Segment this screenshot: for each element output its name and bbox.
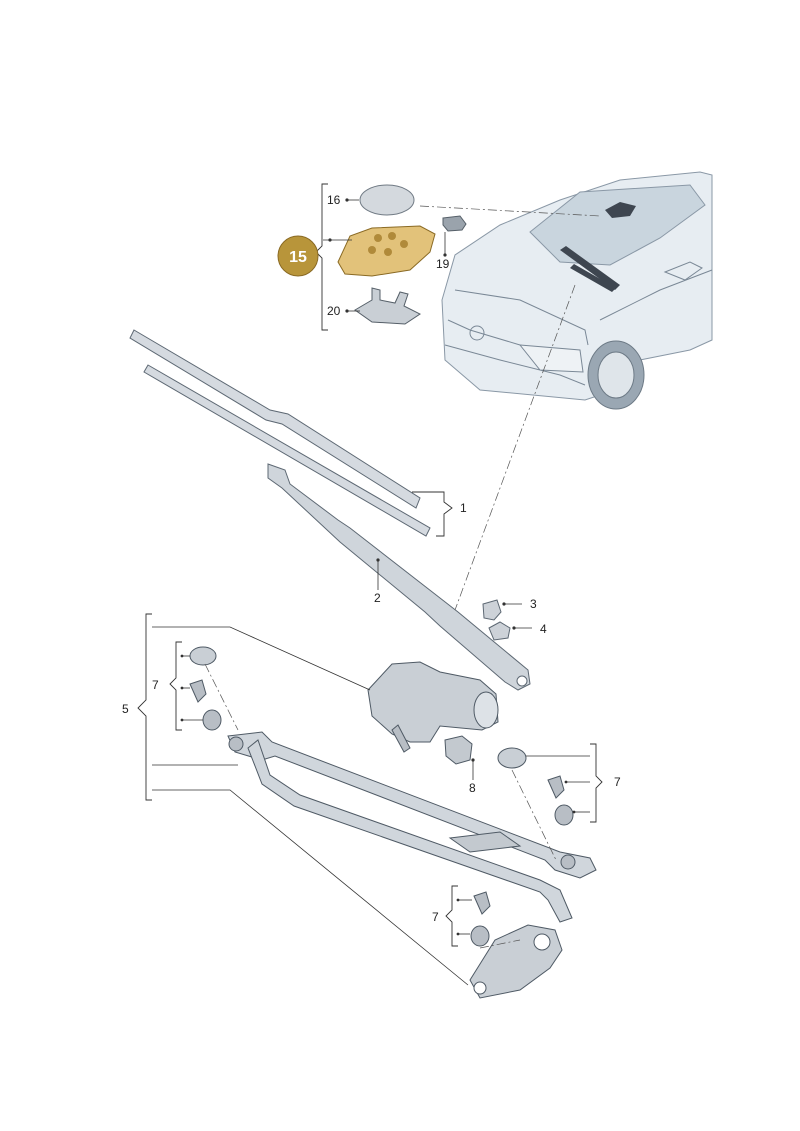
washer-jet-group: 16 15 19 20 — [277, 183, 467, 331]
nut-part-4 — [488, 621, 511, 641]
reference-line-arm — [454, 284, 576, 611]
callout-7-left: 7 — [152, 678, 159, 692]
fastener-group-left: 7 — [152, 641, 222, 731]
callout-8: 8 — [469, 781, 476, 795]
clip-part-19 — [442, 215, 467, 232]
callout-7-right: 7 — [614, 775, 621, 789]
callout-5: 5 — [122, 702, 129, 716]
mounting-plate — [469, 924, 563, 999]
callout-1: 1 — [460, 501, 467, 515]
bracket-group-5 — [137, 613, 152, 801]
fastener-group-bottom: 7 — [432, 885, 491, 947]
callout-2: 2 — [374, 591, 381, 605]
callout-19: 19 — [436, 257, 450, 271]
assembly-line-bottom — [479, 939, 521, 949]
washer-jet-part-15 — [337, 225, 436, 277]
car-illustration — [441, 171, 713, 410]
callout-16: 16 — [327, 193, 341, 207]
wiper-blade-group: 1 — [129, 329, 467, 537]
wiper-linkage — [227, 731, 597, 923]
highlight-badge-15 — [277, 235, 319, 277]
bush-part-8 — [444, 735, 473, 765]
callout-4: 4 — [540, 622, 547, 636]
wiper-motor — [367, 661, 499, 753]
callout-7-bottom: 7 — [432, 910, 439, 924]
callout-15: 15 — [289, 249, 307, 266]
reference-line-washer — [419, 205, 601, 217]
wiper-arm-part-2 — [267, 463, 531, 691]
callout-20: 20 — [327, 304, 341, 318]
cap-part-3 — [482, 599, 502, 621]
bracket-part-20 — [354, 287, 421, 325]
cap-part-16 — [359, 184, 415, 216]
callout-3: 3 — [530, 597, 537, 611]
assembly-line-motor — [204, 663, 239, 731]
fastener-group-right: 7 — [497, 743, 621, 826]
